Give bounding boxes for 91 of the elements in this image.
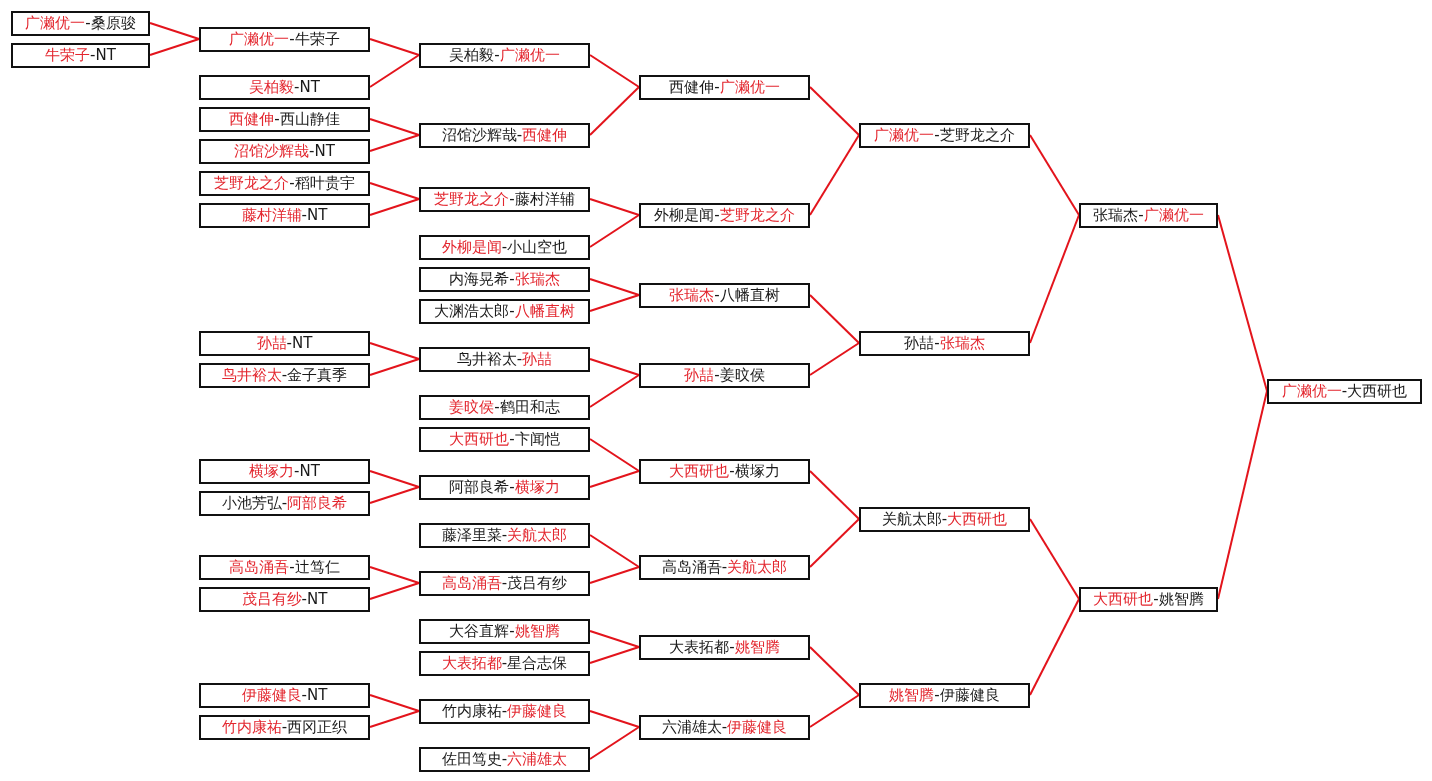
connector-line [809,646,860,696]
match-box: 芝野龙之介-藤村洋辅 [419,186,590,212]
match-box: 芝野龙之介-稻叶贵宇 [199,170,370,196]
match-box: 沼馆沙辉哉-西健伸 [419,122,590,148]
match-box: 西健伸-西山静佳 [199,106,370,132]
connector-line [369,470,420,488]
connector-line [369,358,420,376]
match-box: 竹内康祐-西冈正织 [199,714,370,740]
connector-line [369,342,420,360]
connector-line [369,582,420,600]
connector-line [589,374,640,408]
match-box: 孙喆-张瑞杰 [859,330,1030,356]
match-box: 姚智腾-伊藤健良 [859,682,1030,708]
match-box: 高岛涌吾-辻笃仁 [199,554,370,580]
match-box: 广濑优一-牛荣子 [199,26,370,52]
connector-line [369,566,420,584]
match-box: 大表拓都-星合志保 [419,650,590,676]
connector-line [589,214,640,248]
connector-line [149,22,200,40]
match-box: 六浦雄太-伊藤健良 [639,714,810,740]
connector-line [589,534,640,568]
connector-line [589,198,640,216]
connector-line [589,54,640,88]
connector-line [369,710,420,728]
connector-line [589,278,640,296]
connector-line [589,438,640,472]
match-box: 外柳是闻-芝野龙之介 [639,202,810,228]
connector-line [809,518,860,568]
connector-line [589,358,640,376]
connector-line [589,86,640,136]
connector-line [1029,518,1080,600]
match-box: 鸟井裕太-孙喆 [419,346,590,372]
match-box: 广濑优一-芝野龙之介 [859,122,1030,148]
connector-line [149,38,200,56]
connector-line [809,470,860,520]
match-box: 姜旼侯-鹤田和志 [419,394,590,420]
match-box: 藤村洋辅-NT [199,202,370,228]
connector-line [369,182,420,200]
connector-line [369,198,420,216]
match-box: 大谷直辉-姚智腾 [419,618,590,644]
connector-line [589,726,640,760]
connector-line [369,134,420,152]
match-box: 鸟井裕太-金子真季 [199,362,370,388]
match-box: 孙喆-姜旼侯 [639,362,810,388]
connector-line [589,646,640,664]
connector-line [589,630,640,648]
match-box: 大表拓都-姚智腾 [639,634,810,660]
match-box: 藤泽里菜-关航太郎 [419,522,590,548]
connector-line [589,470,640,488]
connector-line [1029,214,1080,344]
match-box: 张瑞杰-广濑优一 [1079,202,1218,228]
match-box: 竹内康祐-伊藤健良 [419,698,590,724]
match-box: 大西研也-姚智腾 [1079,586,1218,612]
connector-line [589,566,640,584]
connector-line [369,486,420,504]
match-box: 吴柏毅-NT [199,74,370,100]
match-box: 高岛涌吾-关航太郎 [639,554,810,580]
connector-line [809,134,860,216]
match-box: 大渊浩太郎-八幡直树 [419,298,590,324]
match-box: 伊藤健良-NT [199,682,370,708]
match-box: 牛荣子-NT [11,42,150,68]
connector-line [809,694,860,728]
match-box: 内海晃希-张瑞杰 [419,266,590,292]
match-box: 沼馆沙辉哉-NT [199,138,370,164]
match-box: 张瑞杰-八幡直树 [639,282,810,308]
connector-line [589,294,640,312]
match-box: 佐田笃史-六浦雄太 [419,746,590,772]
match-box: 小池芳弘-阿部良希 [199,490,370,516]
match-box: 横塚力-NT [199,458,370,484]
match-box: 外柳是闻-小山空也 [419,234,590,260]
match-box: 广濑优一-桑原骏 [11,10,150,36]
match-box: 广濑优一-大西研也 [1267,378,1422,404]
match-box: 西健伸-广濑优一 [639,74,810,100]
connector-line [369,694,420,712]
match-box: 阿部良希-横塚力 [419,474,590,500]
match-box: 大西研也-横塚力 [639,458,810,484]
connector-line [1029,134,1080,216]
connector-line [809,342,860,376]
match-box: 大西研也-卞闻恺 [419,426,590,452]
match-box: 茂吕有纱-NT [199,586,370,612]
connector-line [369,54,420,88]
connector-line [369,38,420,56]
connector-line [369,118,420,136]
match-box: 孙喆-NT [199,330,370,356]
match-box: 吴柏毅-广濑优一 [419,42,590,68]
connector-line [589,710,640,728]
match-box: 关航太郎-大西研也 [859,506,1030,532]
match-box: 高岛涌吾-茂吕有纱 [419,570,590,596]
connector-line [809,294,860,344]
connector-line [809,86,860,136]
connector-line [1029,598,1080,696]
